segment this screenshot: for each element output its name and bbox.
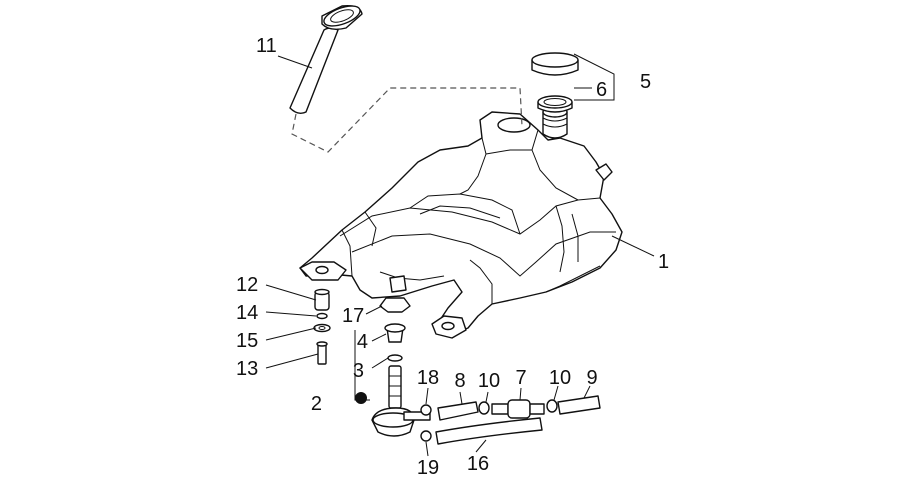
callout-11: 11 — [256, 35, 277, 57]
callout-8: 8 — [454, 370, 465, 392]
callout-15: 15 — [236, 330, 258, 352]
fastener-stack — [313, 288, 331, 365]
callout-17: 17 — [342, 305, 364, 327]
fuel-cock-assembly — [354, 297, 431, 437]
leader-lines — [265, 53, 655, 457]
callout-9: 9 — [586, 367, 597, 389]
callout-16: 16 — [467, 453, 489, 475]
callout-14: 14 — [236, 302, 258, 324]
filler-neck-assembly — [531, 52, 579, 139]
fuel-tank — [299, 111, 623, 339]
callout-7: 7 — [515, 367, 526, 389]
callout-19: 19 — [417, 457, 439, 479]
callout-3: 3 — [353, 360, 364, 382]
filler-tube — [289, 4, 523, 153]
callout-6: 6 — [596, 79, 607, 101]
callout-labels: 1 2 3 4 5 6 7 8 9 10 10 11 12 13 14 15 1… — [236, 35, 669, 479]
callout-13: 13 — [236, 358, 258, 380]
callout-1: 1 — [658, 251, 669, 273]
hose-assembly — [420, 395, 601, 445]
callout-12: 12 — [236, 274, 258, 296]
callout-10-right: 10 — [549, 367, 571, 389]
callout-2: 2 — [311, 393, 322, 415]
callout-18: 18 — [417, 367, 439, 389]
callout-5: 5 — [640, 71, 651, 93]
callout-10-left: 10 — [478, 370, 500, 392]
callout-4: 4 — [357, 331, 368, 353]
